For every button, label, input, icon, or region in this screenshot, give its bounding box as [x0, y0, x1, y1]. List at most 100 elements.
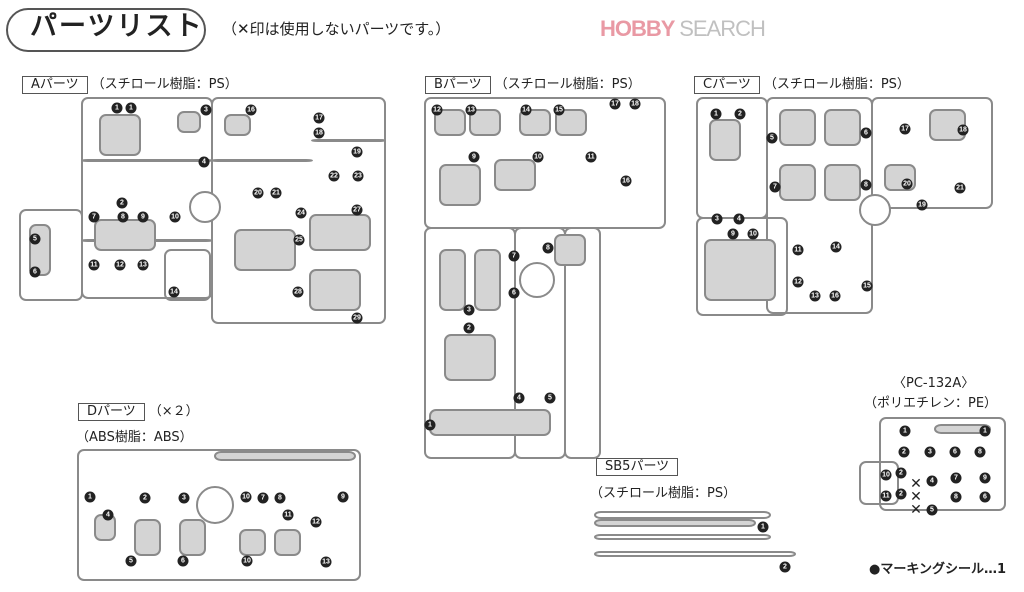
section-d-material: （ABS樹脂：ABS）	[76, 430, 193, 445]
part-shape	[224, 114, 251, 136]
part-number-b: 14	[520, 104, 532, 116]
part-number-c: 9	[727, 228, 739, 240]
part-number-d: 7	[257, 492, 269, 504]
runner-gate	[311, 139, 386, 142]
part-shape	[519, 109, 551, 136]
part-shape	[439, 164, 481, 206]
part-shape	[709, 119, 741, 161]
part-shape	[94, 219, 156, 251]
runner-c-frame	[871, 97, 993, 209]
unused-part-mark: ✕	[910, 489, 922, 505]
part-number-a: 10	[169, 211, 181, 223]
runner-tag-d	[196, 486, 234, 524]
watermark-logo: HOBBY SEARCH	[600, 16, 766, 41]
part-number-d: 9	[337, 491, 349, 503]
part-number-b: 10	[532, 151, 544, 163]
part-number-a: 9	[137, 211, 149, 223]
section-c-label: Cパーツ（スチロール樹脂：PS）	[694, 76, 910, 94]
part-shape	[444, 334, 496, 381]
part-number-a: 7	[88, 211, 100, 223]
runner-pc-frame	[879, 417, 1006, 511]
part-shape	[274, 529, 301, 556]
part-shape	[309, 214, 371, 251]
part-number-c: 6	[860, 127, 872, 139]
part-number-pc: 8	[974, 446, 986, 458]
page-title: パーツリスト	[30, 11, 204, 42]
part-number-pc: 11	[880, 490, 892, 502]
part-number-pc: 1	[979, 425, 991, 437]
part-number-b: 16	[620, 175, 632, 187]
part-number-a: 29	[351, 312, 363, 324]
part-number-c: 7	[769, 181, 781, 193]
part-number-pc: 3	[924, 446, 936, 458]
part-number-pc: 8	[950, 491, 962, 503]
part-number-a: 18	[313, 127, 325, 139]
part-number-pc: 2	[895, 488, 907, 500]
part-number-c: 18	[957, 124, 969, 136]
part-number-c: 14	[830, 241, 842, 253]
part-number-c: 5	[766, 132, 778, 144]
section-pc-label: 〈PC-132A〉	[893, 376, 975, 391]
part-number-c: 16	[829, 290, 841, 302]
part-shape	[234, 229, 296, 271]
runner-tag-b	[519, 262, 555, 298]
part-number-c: 3	[711, 213, 723, 225]
part-number-d: 6	[177, 555, 189, 567]
part-number-d: 2	[139, 492, 151, 504]
part-number-pc: 6	[979, 491, 991, 503]
section-sb5-material: （スチロール樹脂：PS）	[590, 486, 737, 501]
marking-sticker-note: ●マーキングシール…1	[869, 562, 1006, 577]
part-number-c: 2	[734, 108, 746, 120]
part-shape	[779, 109, 816, 146]
part-number-a: 19	[351, 146, 363, 158]
part-number-a: 28	[292, 286, 304, 298]
part-number-a: 13	[137, 259, 149, 271]
part-number-b: 15	[553, 104, 565, 116]
part-shape	[309, 269, 361, 311]
part-number-d: 13	[320, 556, 332, 568]
part-number-d: 10	[240, 491, 252, 503]
section-pc-material: （ポリエチレン：PE）	[864, 396, 998, 411]
part-number-a: 24	[295, 207, 307, 219]
part-number-a: 22	[328, 170, 340, 182]
part-number-a: 1	[111, 102, 123, 114]
runner-gate	[211, 159, 313, 162]
unused-part-mark: ✕	[910, 502, 922, 518]
part-number-a: 8	[117, 211, 129, 223]
part-number-a: 12	[114, 259, 126, 271]
part-number-c: 11	[792, 244, 804, 256]
part-number-pc: 7	[950, 472, 962, 484]
part-number-a: 6	[29, 266, 41, 278]
part-number-b: 11	[585, 151, 597, 163]
part-number-pc: 6	[949, 446, 961, 458]
part-number-a: 2	[116, 197, 128, 209]
part-number-b: 7	[508, 250, 520, 262]
part-number-sb5: 1	[757, 521, 769, 533]
part-number-a: 25	[293, 234, 305, 246]
part-number-b: 3	[463, 304, 475, 316]
part-number-pc: 2	[898, 446, 910, 458]
part-shape	[824, 164, 861, 201]
runner-tag-a	[189, 191, 221, 223]
part-number-pc: 9	[979, 472, 991, 484]
part-number-a: 3	[200, 104, 212, 116]
part-shape	[439, 249, 466, 311]
section-d-label: Dパーツ（×２）	[78, 403, 199, 421]
part-number-b: 4	[513, 392, 525, 404]
part-number-d: 10	[241, 555, 253, 567]
part-shape	[429, 409, 551, 436]
runner-sb5-frame	[594, 551, 796, 557]
part-number-pc: 4	[926, 475, 938, 487]
part-number-b: 9	[468, 151, 480, 163]
runner-pc-side-frame	[859, 461, 899, 505]
part-number-c: 15	[861, 280, 873, 292]
part-number-a: 11	[88, 259, 100, 271]
part-number-b: 5	[544, 392, 556, 404]
part-number-c: 8	[860, 179, 872, 191]
part-number-c: 4	[733, 213, 745, 225]
part-number-c: 12	[792, 276, 804, 288]
part-shape	[554, 234, 586, 266]
runner-gate	[81, 159, 213, 162]
part-number-c: 19	[916, 199, 928, 211]
section-b-label: Bパーツ（スチロール樹脂：PS）	[425, 76, 641, 94]
